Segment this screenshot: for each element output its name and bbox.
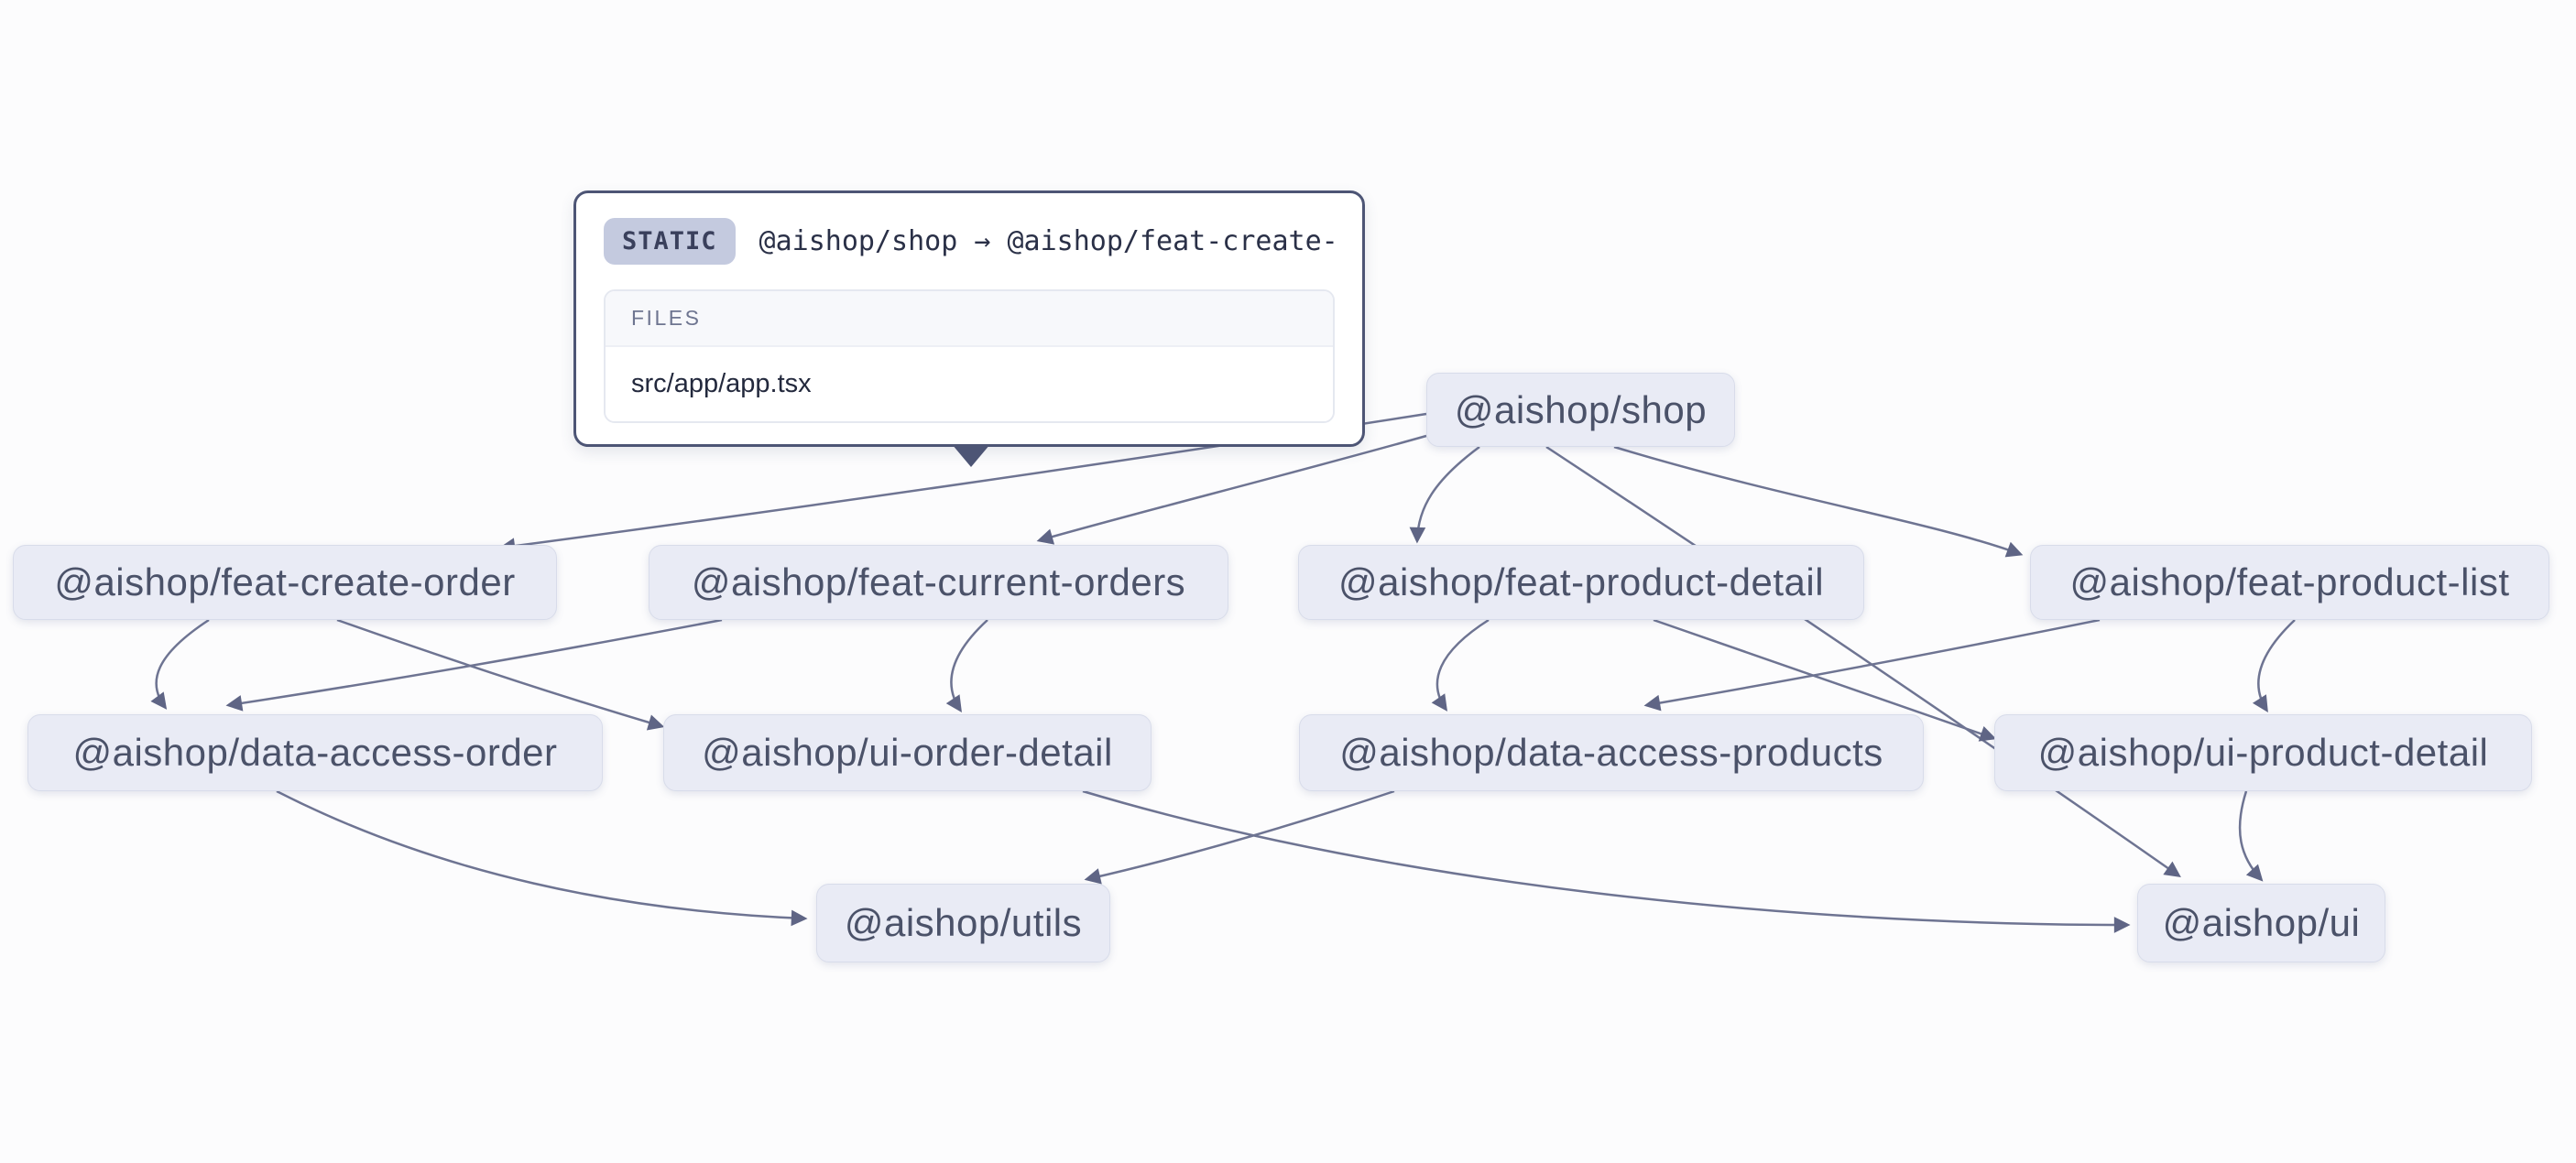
edge-ui-product-detail-to-ui[interactable]: [2238, 790, 2264, 882]
edge-files-header: FILES: [606, 291, 1333, 347]
edge-tooltip-title: @aishop/shop → @aishop/feat-create-order: [759, 225, 1335, 257]
edge-feat-create-order-to-data-access-order[interactable]: [150, 618, 210, 710]
edge-feat-product-detail-to-data-access-products[interactable]: [1431, 618, 1490, 712]
graph-node-feat-product-list[interactable]: @aishop/feat-product-list: [2030, 545, 2549, 620]
edge-files-box: FILES src/app/app.tsx: [604, 289, 1335, 423]
graph-node-feat-current-orders[interactable]: @aishop/feat-current-orders: [649, 545, 1228, 620]
edge-feat-create-order-to-ui-order-detail[interactable]: [336, 618, 665, 731]
edge-shop-to-ui[interactable]: [1545, 445, 2181, 878]
graph-node-ui-order-detail[interactable]: @aishop/ui-order-detail: [663, 714, 1152, 791]
graph-node-ui[interactable]: @aishop/ui: [2137, 884, 2385, 962]
edge-file-row: src/app/app.tsx: [606, 347, 1333, 421]
edge-ui-order-detail-to-ui[interactable]: [1082, 789, 2131, 933]
edge-feat-product-list-to-ui-product-detail[interactable]: [2252, 619, 2296, 712]
edge-type-badge: STATIC: [604, 218, 736, 265]
edge-data-access-order-to-utils[interactable]: [276, 789, 808, 927]
edge-tooltip-header: STATIC @aishop/shop → @aishop/feat-creat…: [576, 193, 1362, 282]
graph-node-data-access-order[interactable]: @aishop/data-access-order: [27, 714, 603, 791]
edge-tooltip: STATIC @aishop/shop → @aishop/feat-creat…: [573, 190, 1365, 447]
tooltip-caret: [952, 444, 990, 467]
graph-node-utils[interactable]: @aishop/utils: [816, 884, 1110, 962]
graph-node-shop[interactable]: @aishop/shop: [1426, 373, 1735, 447]
edge-shop-to-feat-current-orders[interactable]: [1036, 434, 1427, 545]
graph-node-data-access-products[interactable]: @aishop/data-access-products: [1299, 714, 1924, 791]
edge-shop-to-feat-product-detail[interactable]: [1409, 445, 1480, 544]
edge-feat-product-list-to-data-access-products[interactable]: [1643, 618, 2101, 712]
edge-feat-product-detail-to-ui-product-detail[interactable]: [1653, 618, 1997, 742]
graph-node-ui-product-detail[interactable]: @aishop/ui-product-detail: [1994, 714, 2532, 791]
edge-shop-to-feat-product-list[interactable]: [1613, 445, 2024, 558]
edge-feat-current-orders-to-data-access-order[interactable]: [225, 618, 723, 712]
graph-node-feat-product-detail[interactable]: @aishop/feat-product-detail: [1298, 545, 1864, 620]
edge-data-access-products-to-utils[interactable]: [1084, 789, 1395, 885]
edge-feat-current-orders-to-ui-order-detail[interactable]: [945, 619, 988, 712]
graph-node-feat-create-order[interactable]: @aishop/feat-create-order: [13, 545, 557, 620]
